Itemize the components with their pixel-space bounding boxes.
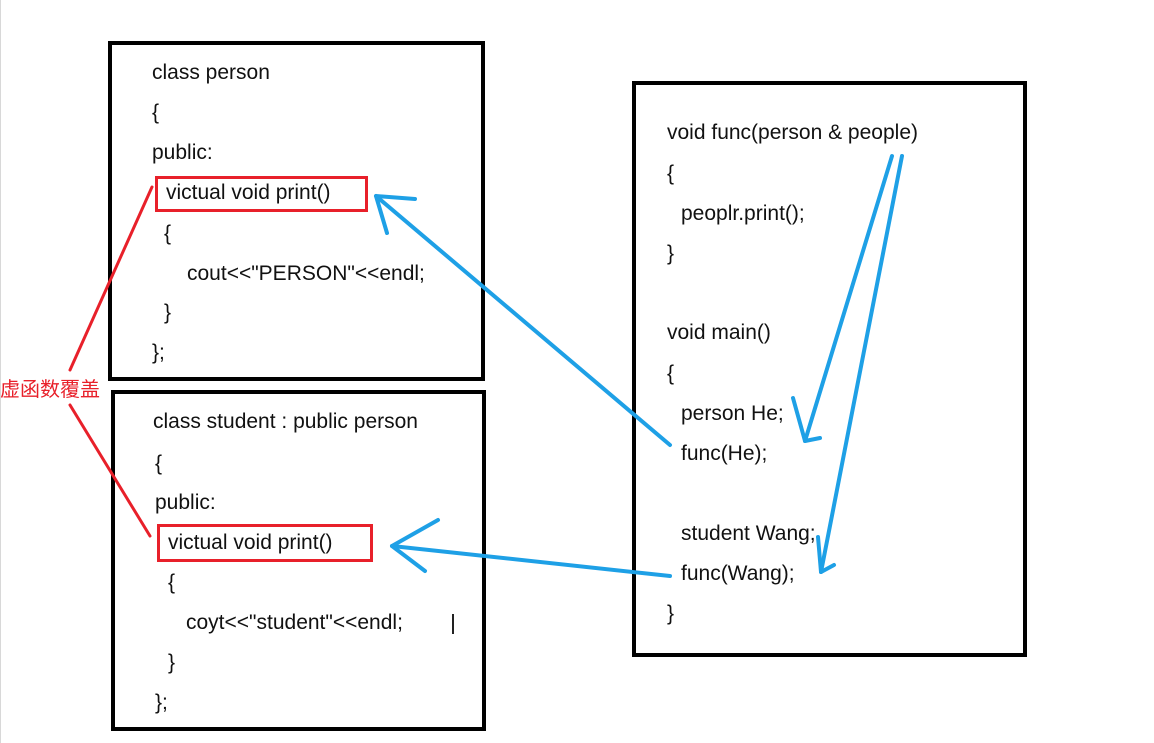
code-line: void main() — [667, 321, 771, 344]
code-line: { — [667, 162, 675, 185]
student-print-highlight — [157, 524, 373, 562]
code-line: { — [152, 101, 160, 124]
code-line: cout<<"PERSON"<<endl; — [187, 262, 425, 285]
code-line: }; — [152, 341, 165, 364]
code-line: class person — [152, 61, 270, 84]
virtual-override-label: 虚函数覆盖 — [0, 377, 100, 401]
person-print-declaration: victual void print() — [166, 181, 331, 204]
person-print-highlight — [155, 176, 368, 212]
code-line: public: — [155, 491, 216, 514]
code-line: { — [164, 222, 172, 245]
code-line: } — [164, 301, 172, 324]
code-line: func(Wang); — [681, 562, 795, 585]
student-print-declaration: victual void print() — [168, 531, 333, 554]
code-line: class student : public person — [153, 410, 418, 433]
code-line: student Wang; — [681, 522, 816, 545]
code-line: { — [168, 571, 176, 594]
text-cursor — [452, 614, 454, 634]
code-line: } — [168, 651, 176, 674]
code-line: { — [667, 362, 675, 385]
code-line: person He; — [681, 402, 784, 425]
code-line: peoplr.print(); — [681, 202, 805, 225]
code-line: } — [667, 602, 675, 625]
window-edge — [0, 0, 1, 743]
code-line: public: — [152, 141, 213, 164]
code-line: void func(person & people) — [667, 121, 918, 144]
code-line: { — [155, 452, 163, 475]
code-line: coyt<<"student"<<endl; — [186, 611, 403, 634]
code-line: } — [667, 242, 675, 265]
code-line: }; — [155, 691, 168, 714]
code-line: func(He); — [681, 442, 768, 465]
